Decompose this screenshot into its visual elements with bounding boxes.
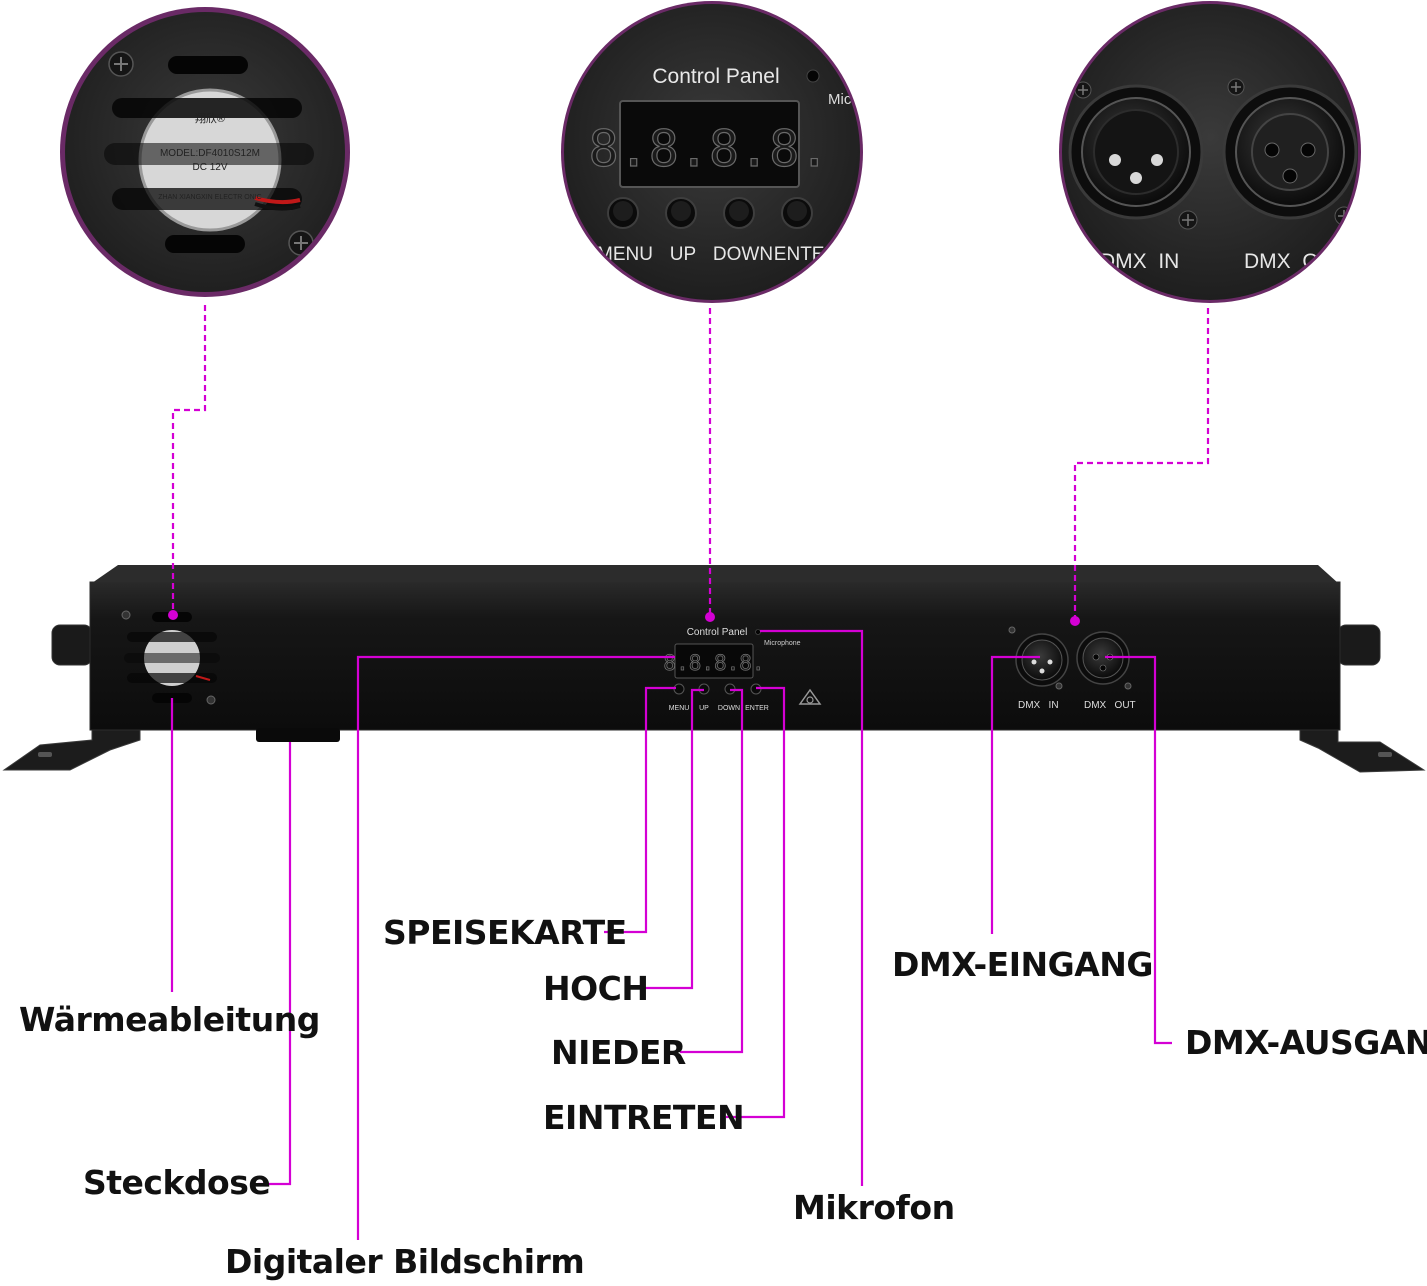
zoom-up-button[interactable]: [665, 197, 697, 229]
callout-anchor-dots: [168, 610, 1080, 626]
zoom-led-digits: 8.8.8.8.: [589, 120, 830, 178]
device-panel-title: Control Panel: [687, 627, 748, 638]
label-speisekarte: SPEISEKARTE: [383, 913, 627, 952]
anchor-dot-icon: [1070, 616, 1080, 626]
zoom-dmx-out-label: DMX O: [1244, 250, 1319, 273]
left-bracket: [2, 724, 141, 771]
right-bracket: [1299, 724, 1426, 773]
fan-maker: ZHAN XIANGXIN ELECTR ONIC: [158, 194, 261, 201]
zoom-menu-button[interactable]: [607, 197, 639, 229]
label-waermeableitung: Wärmeableitung: [19, 1000, 320, 1039]
label-dmx-ausgang: DMX-AUSGANG: [1185, 1023, 1427, 1062]
leader-dmx-ausgang: [1105, 655, 1172, 1045]
label-digitaler-bildschirm: Digitaler Bildschirm: [225, 1242, 585, 1281]
zoom-down-button[interactable]: [723, 197, 755, 229]
device-button-label-down: DOWN: [718, 705, 740, 712]
fan-dc: DC 12V: [192, 162, 227, 173]
leader-mikrofon: [760, 629, 864, 1186]
right-knob-icon: [1337, 624, 1381, 666]
dmx-zoom-leader: [1073, 308, 1210, 618]
microphone-hole-icon: [806, 69, 820, 83]
fan-brand: 翔欣®: [195, 111, 225, 125]
callout-lines: [170, 305, 1210, 1240]
device-button-label-up: UP: [699, 705, 709, 712]
zoom-button-label-menu: MENU: [597, 244, 653, 265]
power-socket: [256, 728, 340, 742]
label-mikrofon: Mikrofon: [793, 1188, 955, 1227]
zoom-button-label-up: UP: [670, 244, 696, 265]
fan-model: MODEL:DF4010S12M: [160, 148, 260, 159]
device-button-label-enter: ENTER: [745, 705, 769, 712]
zoom-dmx-in-label: DMX IN: [1100, 250, 1179, 273]
leader-eintreten: [726, 686, 786, 1119]
fan-zoom-leader: [171, 305, 207, 612]
zoom-circle-dmx: DMX IN DMX O: [1059, 1, 1361, 303]
zoom-circle-fan: 翔欣® MODEL:DF4010S12M DC 12V ZHAN XIANGXI…: [60, 7, 350, 297]
screw-icon: [1227, 78, 1245, 96]
label-hoch: HOCH: [543, 969, 649, 1008]
label-dmx-eingang: DMX-EINGANG: [892, 945, 1153, 984]
device-led-display: [674, 643, 754, 679]
microphone-hole-icon: [755, 629, 761, 635]
label-steckdose: Steckdose: [83, 1163, 271, 1202]
zoom-panel-title: Control Panel: [652, 65, 779, 88]
certification-logo-icon: [798, 688, 822, 705]
screw-icon: [1178, 210, 1198, 230]
device-dmx-in-label: DMX IN: [1018, 700, 1059, 711]
leader-dmx-eingang: [990, 655, 1040, 934]
label-eintreten: EINTRETEN: [543, 1098, 745, 1137]
device-dmx-out-connector: [1076, 631, 1132, 690]
device-dmx-in-connector: [1008, 626, 1069, 690]
leader-steckdose: [258, 742, 292, 1186]
zoom-mic-label: Mic: [828, 91, 852, 108]
device-mic-label: Microphone: [764, 640, 801, 647]
leader-speisekarte: [604, 686, 676, 934]
device-button-label-menu: MENU: [669, 705, 690, 712]
device-led-digits: 8.8.8.8.: [663, 651, 764, 675]
leader-hoch: [642, 688, 704, 990]
zoom-enter-button[interactable]: [781, 197, 813, 229]
anchor-dot-icon: [705, 612, 715, 622]
anchor-dot-icon: [168, 610, 178, 620]
device-dmx-out-label: DMX OUT: [1084, 700, 1136, 711]
label-nieder: NIEDER: [551, 1033, 686, 1072]
zoom-led-display: [619, 100, 800, 188]
device-bar: Control Panel Microphone 8.8.8.8. MENU UP…: [2, 565, 1426, 773]
leader-nieder: [680, 688, 744, 1054]
zoom-dmx-out-connector: [1222, 84, 1358, 220]
zoom-dmx-in-connector: [1068, 84, 1204, 220]
device-fan-grille: [121, 610, 220, 705]
leader-digitaler-bildschirm: [356, 655, 675, 1240]
screw-icon: [108, 51, 134, 77]
left-knob-icon: [51, 624, 93, 666]
zoom-button-label-down: DOWN: [713, 244, 773, 265]
